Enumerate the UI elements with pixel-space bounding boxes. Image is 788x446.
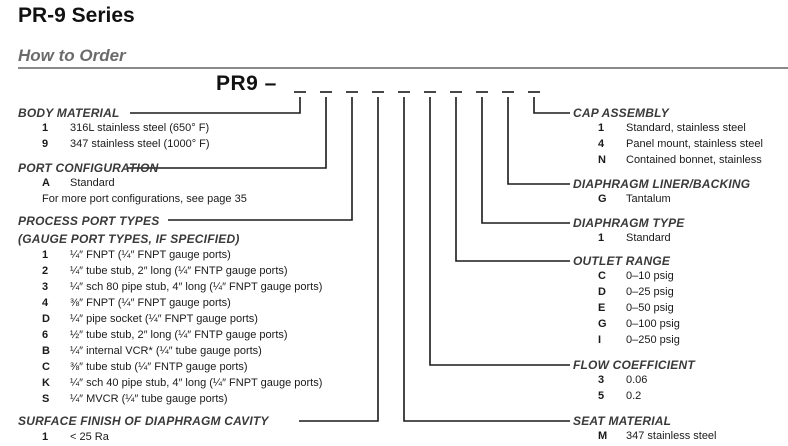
- connector-process-port-types: [168, 97, 353, 221]
- section-rule: [18, 67, 788, 69]
- connector-diaphragm-type: [481, 97, 570, 224]
- diaphragm-liner-heading: DIAPHRAGM LINER/BACKING: [573, 177, 751, 191]
- connector-surface-finish: [299, 97, 379, 422]
- port-configuration-note: For more port configurations, see page 3…: [42, 193, 247, 205]
- connector-body-material: [130, 97, 301, 114]
- connector-diaphragm-liner: [507, 97, 570, 185]
- model-prefix: PR9 –: [216, 72, 277, 95]
- connector-port-configuration: [128, 97, 327, 169]
- surface-finish-heading: SURFACE FINISH OF DIAPHRAGM CAVITY: [18, 414, 269, 428]
- page-title: PR-9 Series: [18, 4, 135, 27]
- connector-flow-coefficient: [429, 97, 570, 366]
- cap-assembly-heading: CAP ASSEMBLY: [573, 106, 669, 120]
- diaphragm-type-heading: DIAPHRAGM TYPE: [573, 216, 685, 230]
- connector-cap-assembly: [533, 97, 570, 114]
- process-port-types-heading: PROCESS PORT TYPES: [18, 214, 160, 228]
- connector-seat-material: [403, 97, 570, 422]
- seat-material-heading: SEAT MATERIAL: [573, 414, 672, 428]
- body-material-heading: BODY MATERIAL: [18, 106, 120, 120]
- outlet-range-heading: OUTLET RANGE: [573, 254, 671, 268]
- connector-outlet-range: [455, 97, 570, 262]
- section-title: How to Order: [18, 46, 126, 65]
- gauge-port-types-subheading: (GAUGE PORT TYPES, IF SPECIFIED): [18, 232, 240, 246]
- flow-coefficient-heading: FLOW COEFFICIENT: [573, 358, 695, 372]
- port-configuration-heading: PORT CONFIGURATION: [18, 161, 159, 175]
